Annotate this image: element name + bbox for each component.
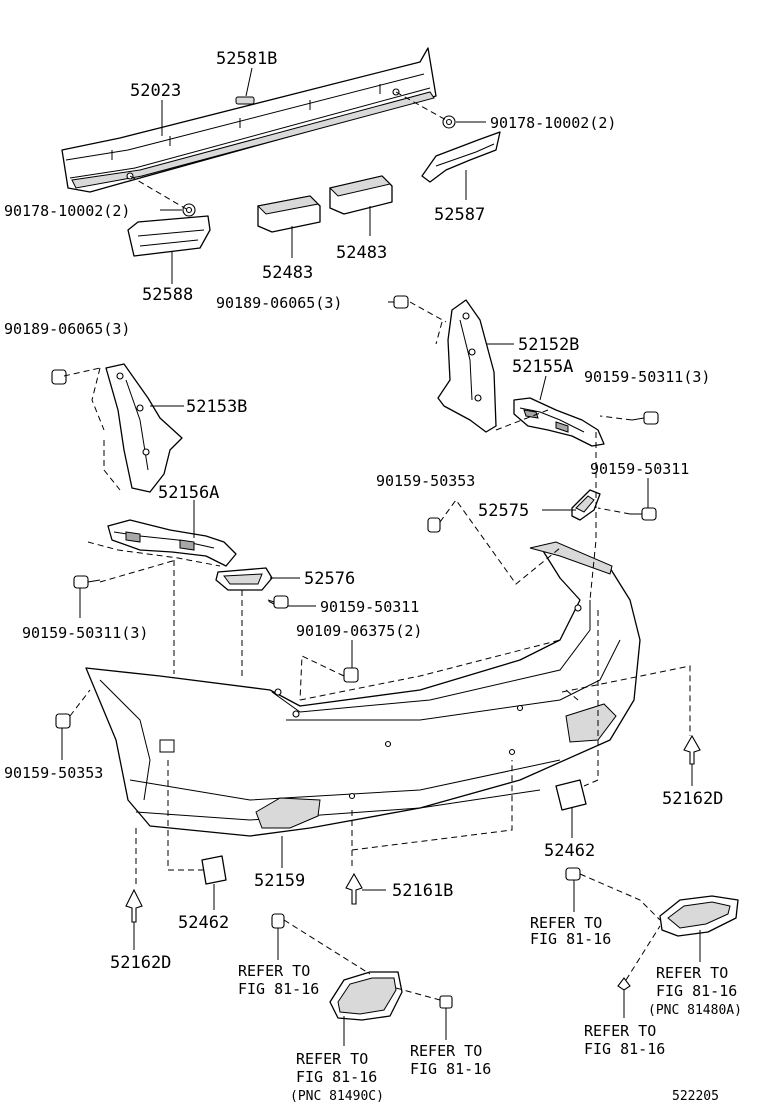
screw-90189-left-icon (51, 369, 67, 385)
refer-4-line-2: FIG 81-16 (238, 980, 319, 998)
refer-6-line-1: REFER TO (410, 1042, 482, 1060)
label-90159-50311-right: 90159-50311 (590, 460, 689, 478)
label-52162D-right: 52162D (662, 789, 723, 809)
leader-lines (61, 67, 701, 1046)
refer-6-line-2: FIG 81-16 (410, 1060, 491, 1078)
refer-5-line-2: FIG 81-16 (296, 1068, 377, 1086)
bumper-stay-52587[interactable] (421, 131, 501, 183)
label-52462-right: 52462 (544, 841, 595, 861)
refer-4-line-1: REFER TO (238, 962, 310, 980)
side-retainer-52152B[interactable] (437, 299, 497, 433)
block-52462-left[interactable] (201, 855, 227, 885)
label-90178-right: 90178-10002(2) (490, 114, 616, 132)
screw-90159-50353-center-icon (427, 517, 441, 533)
reflector-81480A[interactable] (659, 895, 739, 937)
screw-90159-50311-3-right-icon (631, 411, 659, 425)
figure-id: 522205 (672, 1089, 719, 1104)
label-90159-50353-center: 90159-50353 (376, 472, 475, 490)
label-90159-50353-left: 90159-50353 (4, 764, 103, 782)
refer-nut-4-icon (439, 995, 453, 1009)
absorber-52483-right[interactable] (329, 175, 393, 215)
reflector-81490C[interactable] (329, 971, 403, 1021)
screw-90189-center-icon (388, 295, 409, 309)
label-90178-left: 90178-10002(2) (4, 202, 130, 220)
label-90109: 90109-06375(2) (296, 622, 422, 640)
rear-bumper-cover-52159[interactable] (85, 541, 641, 837)
label-52023: 52023 (130, 81, 181, 101)
refer-1-line-2: FIG 81-16 (530, 930, 611, 948)
part-labels: 52581B 52023 90178-10002(2) 90178-10002(… (4, 49, 742, 1104)
block-52462-right[interactable] (555, 779, 587, 811)
label-52588: 52588 (142, 285, 193, 305)
screw-90159-50353-left-icon (55, 713, 71, 729)
screw-90159-50311-center-icon (267, 595, 289, 609)
label-52483-right: 52483 (336, 243, 387, 263)
refer-2-line-1: REFER TO (656, 964, 728, 982)
retainer-52581B[interactable] (235, 96, 255, 105)
label-52483-left: 52483 (262, 263, 313, 283)
refer-3-line-1: REFER TO (584, 1022, 656, 1040)
screw-90159-50311-right-icon (630, 507, 657, 521)
screw-90159-50311-3-left-icon (73, 575, 101, 589)
clip-52162D-right-icon (683, 734, 701, 765)
label-52155A: 52155A (512, 357, 573, 377)
label-90159-50311-center: 90159-50311 (320, 598, 419, 616)
refer-3-line-2: FIG 81-16 (584, 1040, 665, 1058)
absorber-52483-left[interactable] (256, 195, 321, 233)
side-bracket-52156A[interactable] (107, 519, 237, 567)
label-52156A: 52156A (158, 483, 219, 503)
nut-90178-left-icon (182, 203, 196, 217)
refer-2-line-2: FIG 81-16 (656, 982, 737, 1000)
label-52576: 52576 (304, 569, 355, 589)
label-90189-center: 90189-06065(3) (216, 294, 342, 312)
screw-90109-icon (343, 667, 359, 683)
refer-2-line-3: (PNC 81480A) (648, 1003, 742, 1018)
pad-52576[interactable] (215, 567, 273, 591)
clip-52161B-icon (345, 872, 363, 905)
bumper-reinforcement-52023[interactable] (61, 47, 437, 193)
refer-screw-3-icon (271, 913, 285, 929)
refer-5-line-3: (PNC 81490C) (290, 1089, 384, 1104)
label-52152B: 52152B (518, 335, 579, 355)
label-52159: 52159 (254, 871, 305, 891)
pad-52575[interactable] (571, 489, 601, 521)
label-90189-left: 90189-06065(3) (4, 320, 130, 338)
side-retainer-52153B[interactable] (105, 363, 183, 493)
side-bracket-52155A[interactable] (513, 397, 605, 447)
label-52161B: 52161B (392, 881, 453, 901)
label-52153B: 52153B (186, 397, 247, 417)
label-90159-50311-3-left: 90159-50311(3) (22, 624, 148, 642)
nut-90178-right-icon (442, 115, 456, 129)
label-52581B: 52581B (216, 49, 277, 69)
refer-1-line-1: REFER TO (530, 914, 602, 932)
label-52162D-left: 52162D (110, 953, 171, 973)
assembly-lines (63, 91, 691, 1001)
bumper-stay-52588[interactable] (127, 215, 211, 257)
clip-52162D-left-icon (125, 888, 143, 923)
label-52575: 52575 (478, 501, 529, 521)
refer-5-line-1: REFER TO (296, 1050, 368, 1068)
refer-screw-2-icon (617, 977, 631, 991)
label-90159-50311-3-right: 90159-50311(3) (584, 368, 710, 386)
refer-screw-1-icon (565, 867, 581, 881)
label-52462-left: 52462 (178, 913, 229, 933)
label-52587: 52587 (434, 205, 485, 225)
